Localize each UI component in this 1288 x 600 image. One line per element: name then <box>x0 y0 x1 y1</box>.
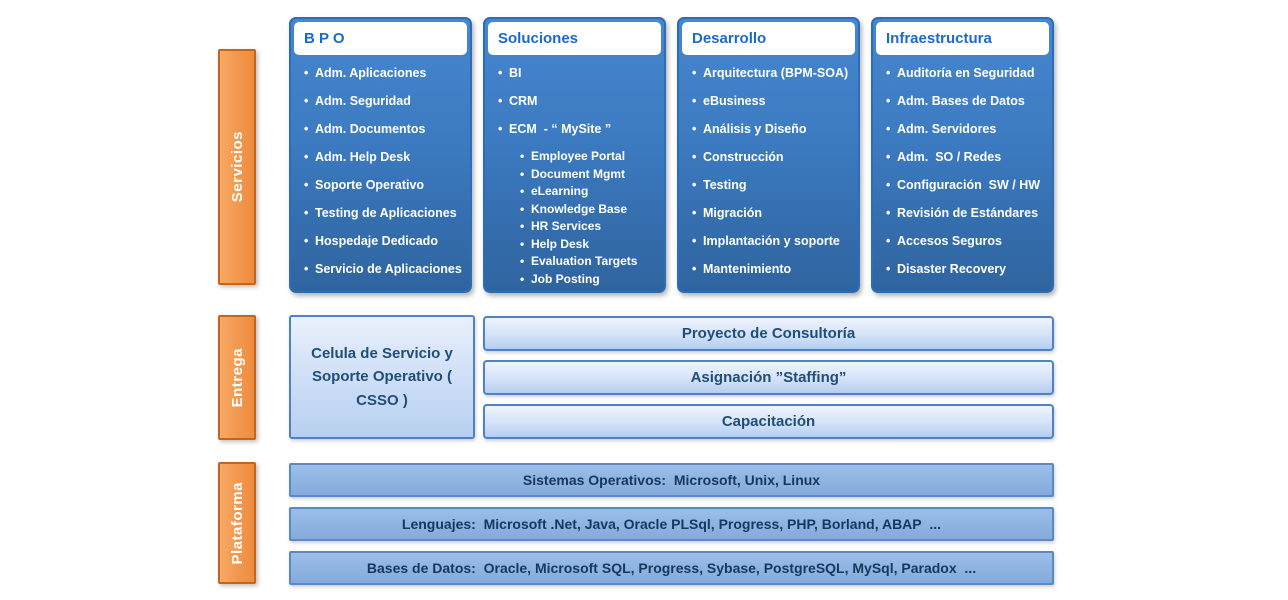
section-label-servicios-text: Servicios <box>228 131 246 203</box>
service-column: SolucionesBI CRM ECM - “ MySite ” Employee … <box>483 17 666 293</box>
service-item: Análisis y Diseño <box>692 121 852 138</box>
service-item: Knowledge Base <box>520 202 658 218</box>
entrega-bar: Capacitación <box>483 404 1054 439</box>
service-item: Revisión de Estándares <box>886 205 1046 222</box>
section-label-plataforma-text: Plataforma <box>228 481 246 565</box>
servicios-columns: B P OAdm. AplicacionesAdm. SeguridadAdm.… <box>289 17 1054 293</box>
plataforma-rows: Sistemas Operativos: Microsoft, Unix, Li… <box>289 463 1054 595</box>
service-item: CRM <box>498 93 658 110</box>
service-item: Servicio de Aplicaciones <box>304 261 464 278</box>
entrega-bar: Asignación ”Staffing” <box>483 360 1054 395</box>
service-column-title: B P O <box>294 22 467 55</box>
plataforma-row: Sistemas Operativos: Microsoft, Unix, Li… <box>289 463 1054 497</box>
service-item: Testing <box>692 177 852 194</box>
entrega-bar: Proyecto de Consultoría <box>483 316 1054 351</box>
plataforma-row: Lenguajes: Microsoft .Net, Java, Oracle … <box>289 507 1054 541</box>
service-item: Accesos Seguros <box>886 233 1046 250</box>
service-column-title: Soluciones <box>488 22 661 55</box>
section-label-servicios: Servicios <box>218 49 256 285</box>
service-item: Adm. Bases de Datos <box>886 93 1046 110</box>
service-item: Auditoría en Seguridad <box>886 65 1046 82</box>
service-item: eLearning <box>520 184 658 200</box>
service-column: DesarrolloArquitectura (BPM-SOA) eBusines… <box>677 17 860 293</box>
service-item: Job Posting <box>520 272 658 288</box>
service-item-list: Auditoría en SeguridadAdm. Bases de Dato… <box>873 65 1052 278</box>
service-item: Adm. SO / Redes <box>886 149 1046 166</box>
section-label-entrega: Entrega <box>218 315 256 440</box>
csso-box: Celula de Servicio y Soporte Operativo (… <box>289 315 475 439</box>
service-item: Construcción <box>692 149 852 166</box>
service-item: Adm. Seguridad <box>304 93 464 110</box>
service-column-title: Desarrollo <box>682 22 855 55</box>
service-column-title: Infraestructura <box>876 22 1049 55</box>
plataforma-row: Bases de Datos: Oracle, Microsoft SQL, P… <box>289 551 1054 585</box>
section-label-plataforma: Plataforma <box>218 462 256 584</box>
service-item: Evaluation Targets <box>520 254 658 270</box>
service-item: Mantenimiento <box>692 261 852 278</box>
service-item-list: BI CRM ECM - “ MySite ” Employee PortalDocu… <box>485 65 664 287</box>
service-item: ECM - “ MySite ” <box>498 121 658 138</box>
section-label-entrega-text: Entrega <box>228 347 246 408</box>
service-item: Implantación y soporte <box>692 233 852 250</box>
service-item: Arquitectura (BPM-SOA) <box>692 65 852 82</box>
service-item: Migración <box>692 205 852 222</box>
service-item: Employee Portal <box>520 149 658 165</box>
service-item: Document Mgmt <box>520 167 658 183</box>
service-item: Adm. Help Desk <box>304 149 464 166</box>
service-item-list: Arquitectura (BPM-SOA) eBusinessAnálisis … <box>679 65 858 278</box>
service-item: Hospedaje Dedicado <box>304 233 464 250</box>
service-column: InfraestructuraAuditoría en SeguridadAdm… <box>871 17 1054 293</box>
service-item: HR Services <box>520 219 658 235</box>
service-item: eBusiness <box>692 93 852 110</box>
service-item: Adm. Documentos <box>304 121 464 138</box>
service-item: Testing de Aplicaciones <box>304 205 464 222</box>
service-item: BI <box>498 65 658 82</box>
service-item: Adm. Servidores <box>886 121 1046 138</box>
service-item: Adm. Aplicaciones <box>304 65 464 82</box>
service-column: B P OAdm. AplicacionesAdm. SeguridadAdm.… <box>289 17 472 293</box>
service-item: Soporte Operativo <box>304 177 464 194</box>
service-item: Help Desk <box>520 237 658 253</box>
service-item: Disaster Recovery <box>886 261 1046 278</box>
service-item-list: Adm. AplicacionesAdm. SeguridadAdm. Docu… <box>291 65 470 278</box>
service-item: Configuración SW / HW <box>886 177 1046 194</box>
